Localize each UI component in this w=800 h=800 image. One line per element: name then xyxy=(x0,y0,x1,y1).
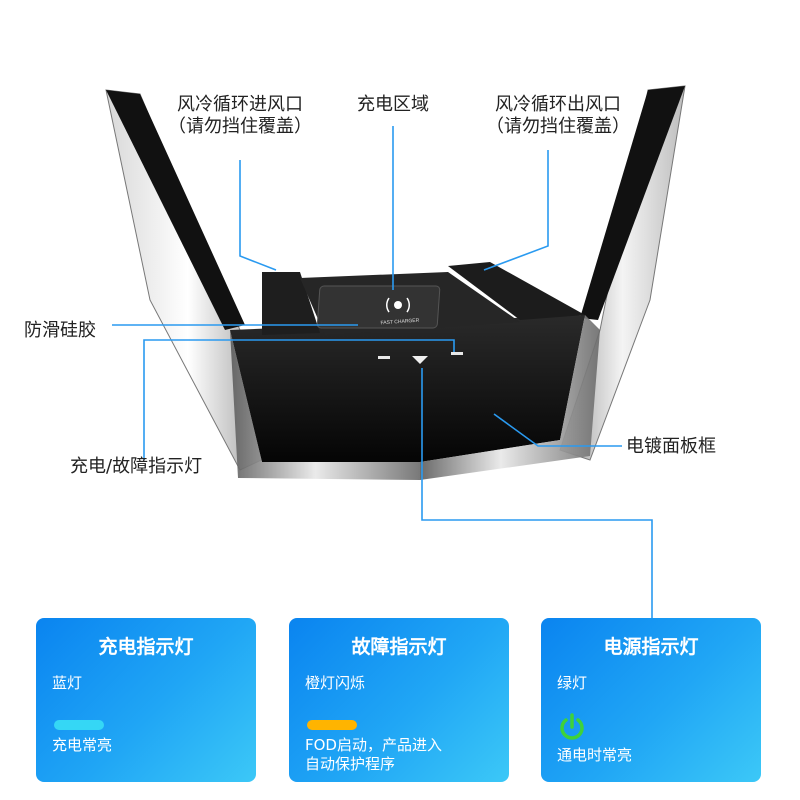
power-indicator-card: 电源指示灯 绿灯 通电时常亮 xyxy=(541,618,761,782)
card-title: 充电指示灯 xyxy=(98,636,194,658)
light-color-name: 橙灯闪烁 xyxy=(305,674,366,692)
card-body: 蓝灯 充电常亮 xyxy=(46,672,246,772)
orange-light-bar xyxy=(307,720,357,730)
card-title: 故障指示灯 xyxy=(351,636,447,658)
anti-slip-label: 防滑硅胶 xyxy=(24,320,96,341)
air-outlet-note: （请勿挡住覆盖） xyxy=(486,116,630,137)
callout-frame xyxy=(493,413,622,447)
light-description-line2: 自动保护程序 xyxy=(305,755,396,773)
light-description-line1: FOD启动，产品进入 xyxy=(305,736,442,754)
charging-indicator-card: 充电指示灯 蓝灯 充电常亮 xyxy=(36,618,256,782)
blue-light-bar xyxy=(54,720,104,730)
power-icon xyxy=(560,713,584,740)
power-led xyxy=(412,356,428,364)
callout-air-intake xyxy=(239,160,277,271)
air-intake-title: 风冷循环进风口 xyxy=(177,94,303,115)
device-logo-text: FAST CHARGER xyxy=(380,318,420,327)
led-right xyxy=(451,352,463,355)
device-body xyxy=(230,262,600,480)
callout-indicator xyxy=(143,339,455,460)
air-intake-note: （请勿挡住覆盖） xyxy=(168,116,312,137)
wireless-charge-icon xyxy=(386,297,410,313)
callout-power-card xyxy=(421,368,653,618)
air-outlet-title: 风冷循环出风口 xyxy=(495,94,621,115)
card-title: 电源指示灯 xyxy=(603,636,699,658)
light-description: 通电时常亮 xyxy=(557,746,633,764)
light-description: 充电常亮 xyxy=(52,736,113,754)
light-color-name: 蓝灯 xyxy=(52,674,83,692)
indicator-label: 充电/故障指示灯 xyxy=(70,456,203,477)
air-intake-label: 风冷循环进风口 （请勿挡住覆盖） xyxy=(160,94,320,138)
air-outlet-label: 风冷循环出风口 （请勿挡住覆盖） xyxy=(478,94,638,138)
light-color-name: 绿灯 xyxy=(557,674,588,692)
card-body: 绿灯 通电时常亮 xyxy=(551,672,751,772)
card-body: 橙灯闪烁 FOD启动，产品进入 自动保护程序 xyxy=(299,672,499,773)
fault-indicator-card: 故障指示灯 橙灯闪烁 FOD启动，产品进入 自动保护程序 xyxy=(289,618,509,782)
led-left xyxy=(378,356,390,359)
charge-zone-label: 充电区域 xyxy=(357,94,429,115)
callout-lines xyxy=(112,126,653,618)
frame-label: 电镀面板框 xyxy=(626,436,716,457)
charging-pad xyxy=(316,285,441,329)
callout-air-outlet xyxy=(483,150,549,271)
